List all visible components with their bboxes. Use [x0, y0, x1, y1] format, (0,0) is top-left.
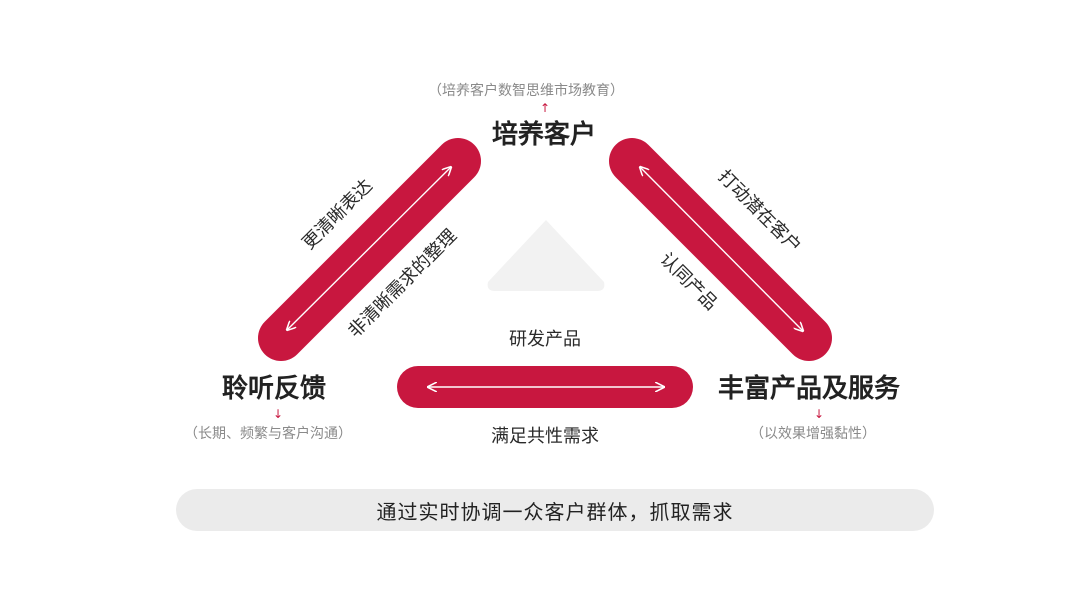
left-node-marker-icon: ↓: [273, 407, 284, 421]
top-node-title: 培养客户: [492, 120, 597, 150]
left-node-title: 聆听反馈: [222, 374, 327, 404]
bottom-edge-below-label: 满足共性需求: [491, 426, 599, 447]
top-node-note: （培养客户数智思维市场教育）: [428, 83, 624, 99]
bottom-edge-top-label: 研发产品: [509, 329, 581, 350]
right-node-marker-icon: ↓: [814, 407, 825, 421]
right-edge-arrow: [640, 167, 803, 331]
summary-text: 通过实时协调一众客户群体，抓取需求: [376, 499, 734, 524]
left-edge-arrow: [287, 167, 451, 330]
right-node-note: （以效果增强黏性）: [750, 426, 876, 442]
center-triangle: [487, 220, 605, 291]
right-node-title: 丰富产品及服务: [718, 374, 901, 404]
top-node-marker-icon: ↑: [540, 101, 551, 115]
left-node-note: （长期、频繁与客户沟通）: [184, 426, 352, 442]
summary-bar: 通过实时协调一众客户群体，抓取需求: [176, 489, 934, 531]
